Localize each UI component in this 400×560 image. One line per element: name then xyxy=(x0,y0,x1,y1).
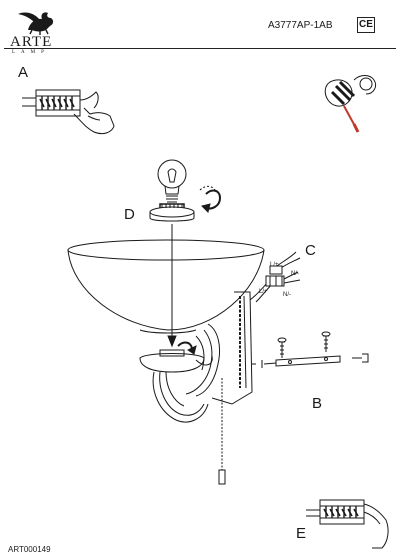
griffin-logo-icon xyxy=(18,12,54,35)
pull-chain xyxy=(218,378,226,485)
arrow-rotate-icon xyxy=(199,185,222,213)
brand-name: ARTE xyxy=(10,34,53,50)
wall-bracket xyxy=(185,291,253,405)
hand-icon-a xyxy=(73,107,115,135)
brand-subtitle: LAMP xyxy=(12,50,50,55)
model-number: A3777AP-1AB xyxy=(268,20,333,31)
arrow-down-icon xyxy=(167,335,177,348)
wire-label-n-bottom: N/- xyxy=(283,292,291,298)
no-children-icon xyxy=(324,75,377,133)
hand-icon-e xyxy=(363,503,389,549)
document-code: ART000149 xyxy=(8,545,51,554)
header-divider xyxy=(4,48,396,49)
mounting-hardware-b xyxy=(252,331,369,368)
glass-shade xyxy=(67,239,265,334)
step-label-d: D xyxy=(124,206,135,223)
lamp-arm xyxy=(139,349,209,423)
lamp-socket xyxy=(149,203,195,222)
wire-label-l-top: L/+ xyxy=(270,262,279,268)
wire-label-l-bottom: L/+ xyxy=(259,289,268,295)
step-label-c: C xyxy=(305,242,316,259)
step-label-a: A xyxy=(18,64,29,81)
ce-mark-icon: CE xyxy=(357,17,375,33)
step-label-b: B xyxy=(312,395,323,412)
step-label-e: E xyxy=(296,525,307,542)
wiring-connector-c xyxy=(249,251,301,303)
terminal-block-a xyxy=(22,89,99,117)
light-bulb xyxy=(157,159,187,203)
terminal-block-e xyxy=(306,499,365,525)
socket-arrow-icon xyxy=(177,341,197,355)
brand-logo: ARTE LAMP xyxy=(10,8,70,56)
